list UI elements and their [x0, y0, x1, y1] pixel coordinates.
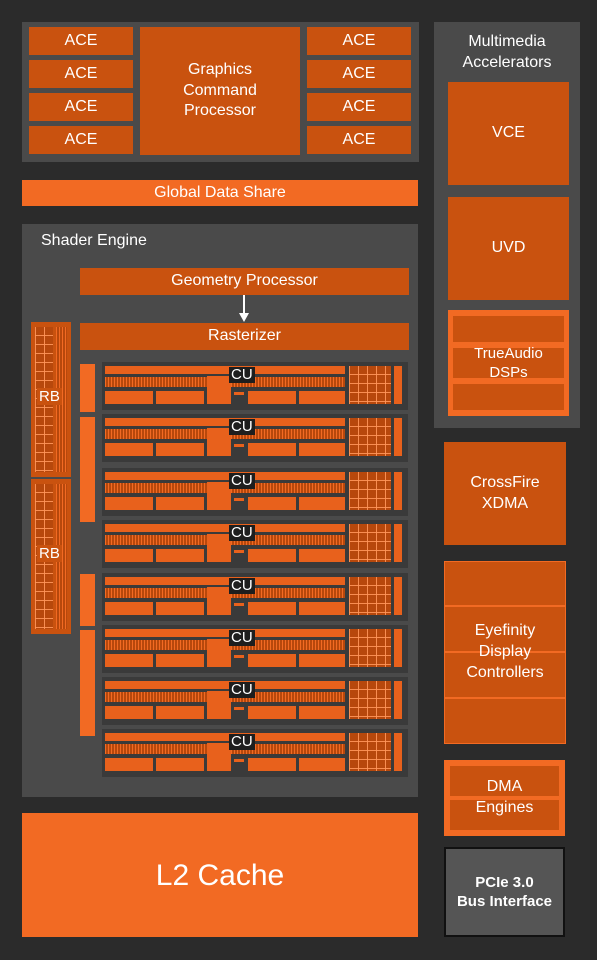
cu-label: CU — [229, 472, 255, 489]
rb-label: RB — [37, 388, 62, 405]
uvd-block: UVD — [448, 197, 569, 300]
cu-label: CU — [229, 629, 255, 646]
ace-block: ACE — [29, 93, 133, 121]
compute-unit: CU — [102, 520, 408, 568]
ace-block: ACE — [29, 27, 133, 55]
compute-unit: CU — [102, 468, 408, 516]
render-backend: RB — [31, 479, 71, 634]
compute-unit: CU — [102, 625, 408, 673]
rb-label: RB — [37, 545, 62, 562]
l2-cache: L2 Cache — [22, 813, 418, 937]
rasterizer: Rasterizer — [80, 323, 409, 350]
down-arrow-icon — [239, 295, 249, 322]
shader-engine-title: Shader Engine — [41, 232, 147, 249]
ace-block: ACE — [307, 27, 411, 55]
dsp-cell — [453, 316, 564, 342]
scalar-cache — [80, 574, 95, 626]
compute-unit: CU — [102, 414, 408, 462]
dma-cell — [450, 800, 559, 830]
display-controller-cell — [445, 653, 565, 697]
ace-block: ACE — [307, 126, 411, 154]
instruction-cache — [80, 630, 95, 736]
cu-label: CU — [229, 577, 255, 594]
graphics-command-processor: Graphics Command Processor — [140, 27, 300, 155]
dma-label: DMA Engines — [475, 778, 534, 816]
trueaudio-label: TrueAudio DSPs — [474, 344, 543, 382]
eyefinity-label: Eyefinity Display Controllers — [466, 622, 544, 681]
pcie-bus-interface: PCIe 3.0 Bus Interface — [444, 847, 565, 937]
ace-block: ACE — [29, 126, 133, 154]
ace-block: ACE — [307, 93, 411, 121]
multimedia-panel: Multimedia Accelerators VCE UVD TrueAudi… — [434, 22, 580, 428]
shader-engine-panel: Shader Engine Geometry Processor Rasteri… — [22, 224, 418, 797]
trueaudio-block: TrueAudio DSPs — [448, 310, 569, 416]
dsp-cell — [453, 384, 564, 410]
display-controller-cell — [445, 699, 565, 743]
dsp-cell — [453, 348, 564, 378]
geometry-processor: Geometry Processor — [80, 268, 409, 295]
command-panel: ACE ACE ACE ACE Graphics Command Process… — [22, 22, 419, 162]
ace-block: ACE — [29, 60, 133, 88]
cu-label: CU — [229, 681, 255, 698]
instruction-cache — [80, 417, 95, 522]
cu-label: CU — [229, 366, 255, 383]
display-controller-cell — [445, 562, 565, 605]
dma-engines: DMA Engines — [444, 760, 565, 836]
multimedia-title: Multimedia Accelerators — [462, 33, 552, 71]
scalar-cache — [80, 364, 95, 412]
render-backend: RB — [31, 322, 71, 477]
crossfire-xdma: CrossFire XDMA — [444, 442, 566, 545]
vce-block: VCE — [448, 82, 569, 185]
ace-block: ACE — [307, 60, 411, 88]
cu-label: CU — [229, 733, 255, 750]
display-controller-cell — [445, 607, 565, 651]
global-data-share: Global Data Share — [22, 180, 418, 206]
compute-unit: CU — [102, 729, 408, 777]
dma-cell — [450, 766, 559, 796]
compute-unit: CU — [102, 677, 408, 725]
eyefinity-block: Eyefinity Display Controllers — [444, 561, 566, 744]
compute-unit: CU — [102, 573, 408, 621]
cu-label: CU — [229, 418, 255, 435]
cu-label: CU — [229, 524, 255, 541]
compute-unit: CU — [102, 362, 408, 410]
